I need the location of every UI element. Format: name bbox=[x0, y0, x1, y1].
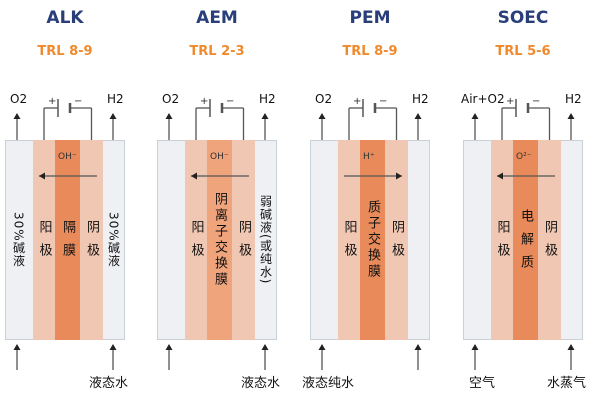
cell-title-aem: AEM bbox=[196, 8, 238, 28]
right-inlet-arrow-icon bbox=[414, 344, 422, 350]
cell-membrane-label: 质子交换膜 bbox=[365, 200, 380, 280]
top-right-gas-label: H2 bbox=[259, 92, 276, 106]
cell-trl-soec: TRL 5-6 bbox=[495, 44, 551, 59]
cell-cathode-label: 阴 极 bbox=[542, 220, 557, 260]
cell-anode bbox=[185, 140, 207, 340]
cell-membrane-label: 阴离子交换膜 bbox=[212, 192, 227, 288]
cell-cathode-label: 阴 极 bbox=[84, 220, 99, 260]
cell-cathode bbox=[538, 140, 561, 340]
bottom-left-inlet-label: 液态纯水 bbox=[302, 376, 355, 391]
left-outlet-arrow-icon bbox=[318, 113, 326, 119]
ion-label: H⁺ bbox=[363, 152, 375, 162]
cell-membrane bbox=[360, 140, 385, 340]
minus-sign: − bbox=[74, 96, 82, 107]
cell-title-alk: ALK bbox=[46, 8, 84, 28]
outer-right-electrolyte-label: 30%碱液 bbox=[106, 212, 121, 268]
electrolyzer-cell-aem: 阳 极阴离子交换膜阴 极弱碱液(或纯水) OH⁻ bbox=[157, 140, 277, 340]
cell-cathode-label: 阴 极 bbox=[236, 220, 251, 260]
bottom-right-inlet-label: 液态水 bbox=[241, 376, 281, 391]
top-right-gas-label: H2 bbox=[107, 92, 124, 106]
cell-membrane-label: 电 解 质 bbox=[518, 208, 533, 272]
cell-membrane bbox=[513, 140, 538, 340]
ion-label: OH⁻ bbox=[210, 152, 229, 162]
ion-flow-arrow-icon bbox=[39, 172, 45, 180]
bottom-left-inlet-label: 空气 bbox=[469, 376, 496, 391]
right-inlet-arrow-icon bbox=[567, 344, 575, 350]
ion-label: OH⁻ bbox=[58, 152, 77, 162]
cell-membrane-label: 隔 膜 bbox=[60, 220, 75, 260]
cell-trl-aem: TRL 2-3 bbox=[189, 44, 245, 59]
ion-flow-arrow-icon bbox=[396, 172, 402, 180]
top-left-gas-label: O2 bbox=[10, 92, 28, 106]
plus-sign: + bbox=[200, 96, 208, 107]
right-outlet-arrow-icon bbox=[414, 113, 422, 119]
cell-anode bbox=[33, 140, 55, 340]
top-right-gas-label: H2 bbox=[412, 92, 429, 106]
right-outlet-arrow-icon bbox=[109, 113, 117, 119]
cell-cathode bbox=[385, 140, 408, 340]
right-outlet-arrow-icon bbox=[261, 113, 269, 119]
cell-cathode bbox=[80, 140, 103, 340]
cell-title-soec: SOEC bbox=[497, 8, 549, 28]
left-outlet-arrow-icon bbox=[165, 113, 173, 119]
outer-left-electrolyte-label: 30%碱液 bbox=[11, 212, 26, 268]
cell-anode bbox=[491, 140, 513, 340]
top-left-gas-label: Air+O2 bbox=[461, 92, 505, 106]
electrolyzer-cell-soec: 阳 极电 解 质阴 极 O²⁻ bbox=[463, 140, 583, 340]
cell-cathode bbox=[232, 140, 255, 340]
plus-sign: + bbox=[506, 96, 514, 107]
left-inlet-arrow-icon bbox=[471, 344, 479, 350]
top-left-gas-label: O2 bbox=[315, 92, 333, 106]
cell-membrane bbox=[55, 140, 80, 340]
electrolyzer-cell-alk: 阳 极隔 膜阴 极 30%碱液 30%碱液 OH⁻ bbox=[5, 140, 125, 340]
left-outlet-arrow-icon bbox=[471, 113, 479, 119]
cell-title-pem: PEM bbox=[349, 8, 391, 28]
cell-anode-label: 阳 极 bbox=[188, 220, 204, 260]
right-outlet-arrow-icon bbox=[567, 113, 575, 119]
minus-sign: − bbox=[379, 96, 387, 107]
cell-cathode-label: 阴 极 bbox=[389, 220, 404, 260]
outer-right-electrolyte-label: 弱碱液(或纯水) bbox=[258, 195, 273, 285]
left-inlet-arrow-icon bbox=[13, 344, 21, 350]
cell-anode-label: 阳 极 bbox=[494, 220, 510, 260]
cell-anode-label: 阳 极 bbox=[36, 220, 52, 260]
ion-flow-arrow-icon bbox=[191, 172, 197, 180]
bottom-right-inlet-label: 液态水 bbox=[89, 376, 129, 391]
cell-trl-alk: TRL 8-9 bbox=[37, 44, 93, 59]
minus-sign: − bbox=[532, 96, 540, 107]
minus-sign: − bbox=[226, 96, 234, 107]
right-inlet-arrow-icon bbox=[261, 344, 269, 350]
left-inlet-arrow-icon bbox=[318, 344, 326, 350]
electrolyzer-cell-pem: 阳 极质子交换膜阴 极 H⁺ bbox=[310, 140, 430, 340]
top-right-gas-label: H2 bbox=[565, 92, 582, 106]
cell-anode-label: 阳 极 bbox=[341, 220, 357, 260]
cell-membrane bbox=[207, 140, 232, 340]
left-inlet-arrow-icon bbox=[165, 344, 173, 350]
plus-sign: + bbox=[48, 96, 56, 107]
cell-anode bbox=[338, 140, 360, 340]
cell-trl-pem: TRL 8-9 bbox=[342, 44, 398, 59]
bottom-right-inlet-label: 水蒸气 bbox=[547, 376, 587, 391]
ion-label: O²⁻ bbox=[516, 152, 532, 162]
right-inlet-arrow-icon bbox=[109, 344, 117, 350]
ion-flow-arrow-icon bbox=[497, 172, 503, 180]
plus-sign: + bbox=[353, 96, 361, 107]
top-left-gas-label: O2 bbox=[162, 92, 180, 106]
left-outlet-arrow-icon bbox=[13, 113, 21, 119]
